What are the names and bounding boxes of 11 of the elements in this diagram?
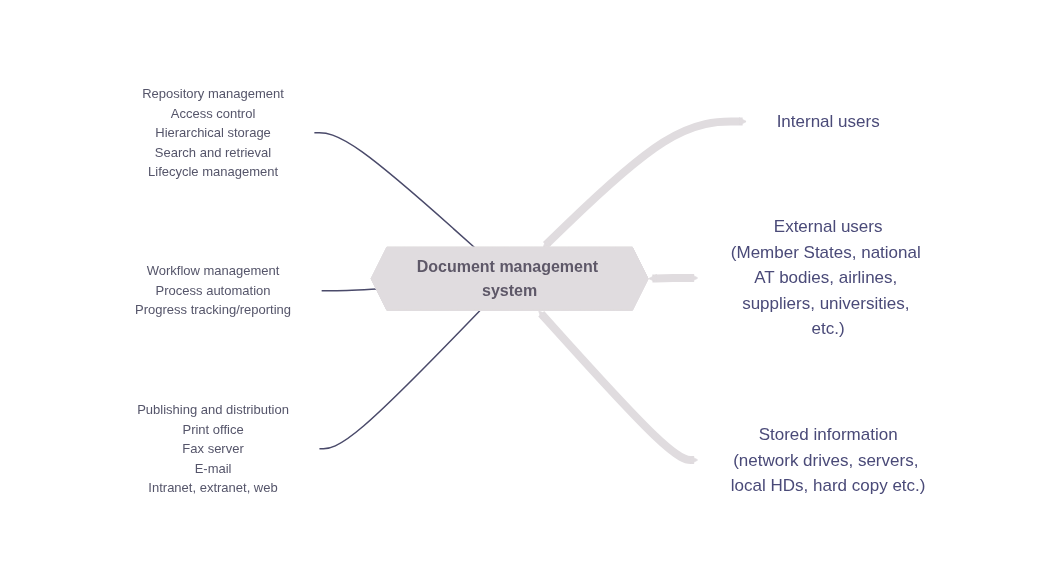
arrow xyxy=(543,117,748,249)
connector xyxy=(313,132,476,249)
node-text: Internal users xyxy=(777,112,881,132)
node-text: Repository management Access control Hierarchical storage Search and retrieval Lifecycle management xyxy=(142,86,285,180)
connector xyxy=(318,310,481,450)
arrow xyxy=(648,273,699,284)
node-text: Stored information (network drives, servers, local HDs, hard copy etc.) xyxy=(731,425,926,496)
arrow xyxy=(538,311,699,465)
node-text: Workflow management Process automation Progress tracking/reporting xyxy=(135,263,292,318)
node-text: Publishing and distribution Print office Fax server E-mail Intranet, extranet, web xyxy=(137,402,290,496)
node-text: External users (Member States, national AT bodies, airlines, suppliers, universities, etc.) xyxy=(731,217,922,339)
